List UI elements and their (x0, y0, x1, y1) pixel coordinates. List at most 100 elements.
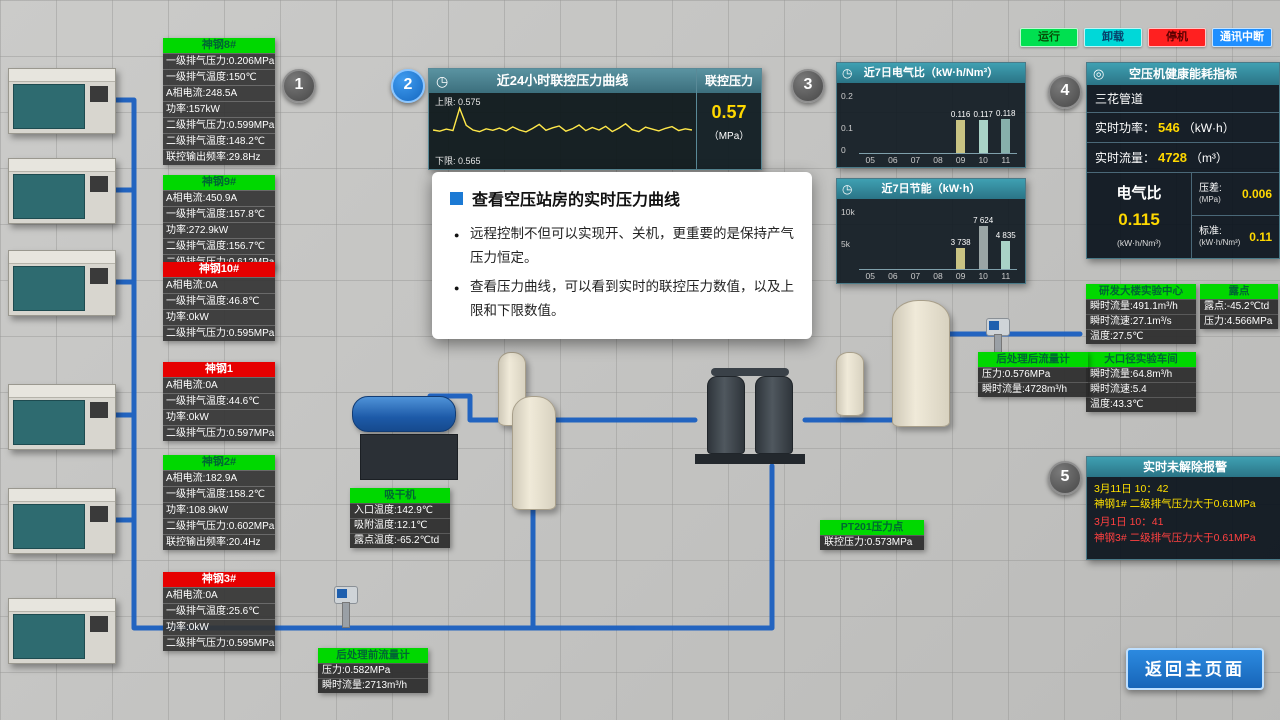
compressor-unit-3[interactable] (8, 250, 116, 316)
status-button-3[interactable]: 停机 (1148, 28, 1206, 47)
step-badge-1[interactable]: 1 (282, 69, 316, 103)
filter-skid[interactable] (695, 368, 805, 464)
machine-body (13, 84, 85, 129)
compressor-unit-4[interactable] (8, 384, 116, 450)
compressor-metric: 二级排气压力:0.602MPa (163, 518, 275, 534)
compressor-metric: 二级排气压力:0.599MPa (163, 117, 275, 133)
flow-meter-instrument-post[interactable] (986, 318, 1010, 360)
status-button-1[interactable]: 运行 (1020, 28, 1078, 47)
flow-metric: 瞬时流速:27.1m³/s (1086, 314, 1196, 329)
lower-limit-label: 下限: 0.565 (435, 156, 481, 166)
step-badge-3[interactable]: 3 (791, 69, 825, 103)
standard-ratio-unit: (kW·h/Nm³) (1199, 238, 1241, 248)
compressor-unit-1[interactable] (8, 68, 116, 134)
status-button-4[interactable]: 通讯中断 (1212, 28, 1272, 47)
y-tick: 0 (841, 145, 846, 155)
machine-vent (90, 176, 108, 192)
air-receiver-tank-small-2[interactable] (836, 352, 864, 416)
flow-metric: 温度:43.3℃ (1086, 397, 1196, 412)
filter-vessel (755, 376, 793, 454)
pressure-chart-header: ◷ 近24小时联控压力曲线 (429, 69, 696, 93)
clock-icon: ◷ (842, 66, 853, 80)
clock-icon: ◷ (842, 182, 853, 196)
compressor-metric: 功率:0kW (163, 409, 275, 425)
air-receiver-tank-large[interactable] (892, 300, 950, 427)
machine-vent (90, 268, 108, 284)
pre-meter-title[interactable]: 后处理前流量计 (318, 648, 428, 663)
compressor-metric: 二级排气压力:0.595MPa (163, 635, 275, 651)
air-receiver-tank-medium[interactable] (512, 396, 556, 510)
filter-vessel (707, 376, 745, 454)
step-badge-2[interactable]: 2 (391, 69, 425, 103)
compressor-metric: 联控输出频率:20.4Hz (163, 534, 275, 550)
compressor-metric: A相电流:0A (163, 277, 275, 293)
compressor-name[interactable]: 神钢9# (163, 175, 275, 190)
equipment-metric: 压力:0.576MPa (978, 367, 1088, 382)
compressor-unit-2[interactable] (8, 158, 116, 224)
compressor-unit-5[interactable] (8, 488, 116, 554)
compressor-metric: A相电流:182.9A (163, 470, 275, 486)
machine-vent (90, 506, 108, 522)
large-bore-title[interactable]: 大口径实验车间 (1086, 352, 1196, 367)
compressor-name[interactable]: 神钢3# (163, 572, 275, 587)
pressure-curve-panel: ◷ 近24小时联控压力曲线 上限: 0.575 下限: 0.565 联控压力 0… (428, 68, 762, 170)
machine-top (9, 385, 115, 398)
standard-ratio-label: 标准: (1199, 226, 1222, 238)
equipment-metric: 吸附温度:12.1℃ (350, 518, 450, 533)
desiccant-dryer[interactable] (352, 396, 464, 480)
compressor-name[interactable]: 神钢8# (163, 38, 275, 53)
dew-point-title[interactable]: 露点 (1200, 284, 1278, 299)
info-bullet: 查看压力曲线，可以看到实时的联控压力数值，以及上限和下限数值。 (454, 275, 794, 324)
equipment-metric: 瞬时流量:2713m³/h (318, 678, 428, 693)
flow-meter-instrument-pre[interactable] (334, 586, 358, 628)
upper-limit-label: 上限: 0.575 (435, 97, 481, 107)
realtime-flow-row: 实时流量：4728（m³） (1087, 143, 1279, 173)
equipment-metric: 入口温度:142.9℃ (350, 503, 450, 518)
machine-vent (90, 86, 108, 102)
compressor-metric: 一级排气温度:157.8℃ (163, 206, 275, 222)
electric-ratio-chart-header: ◷ 近7日电气比（kW·h/Nm³） (837, 63, 1025, 83)
info-box-title: 查看空压站房的实时压力曲线 (472, 192, 681, 209)
step-badge-5[interactable]: 5 (1048, 461, 1082, 495)
machine-body (13, 174, 85, 219)
linked-pressure-label: 联控压力 (697, 69, 761, 93)
realtime-flow-value: 4728 (1158, 150, 1187, 165)
step-badge-4[interactable]: 4 (1048, 75, 1082, 109)
post-meter-title[interactable]: 后处理后流量计 (978, 352, 1088, 367)
status-bar: 运行卸载停机通讯中断 (1020, 28, 1272, 47)
pipeline-selector[interactable]: 三花管道 (1087, 85, 1279, 113)
pressure-diff-label: 压差: (1199, 183, 1222, 195)
compressor-metric: A相电流:0A (163, 587, 275, 603)
blue-square-bullet-icon (450, 191, 463, 205)
electric-ratio-label: 电气比 (1116, 185, 1162, 202)
back-to-main-button[interactable]: 返回主页面 (1126, 648, 1264, 690)
dryer-title[interactable]: 吸干机 (350, 488, 450, 503)
compressor-name[interactable]: 神钢10# (163, 262, 275, 277)
rd-center-title[interactable]: 研发大楼实验中心 (1086, 284, 1196, 299)
standard-ratio-value: 0.11 (1249, 230, 1272, 244)
status-button-2[interactable]: 卸载 (1084, 28, 1142, 47)
compressor-unit-6[interactable] (8, 598, 116, 664)
pt201-title[interactable]: PT201压力点 (820, 520, 924, 535)
info-bullet: 远程控制不但可以实现开、关机，更重要的是保持产气压力恒定。 (454, 222, 794, 271)
compressor-name[interactable]: 神钢1 (163, 362, 275, 377)
electric-ratio-value: 0.115 (1118, 210, 1160, 229)
compressor-name[interactable]: 神钢2# (163, 455, 275, 470)
machine-body (13, 266, 85, 311)
linked-pressure-unit: （MPa） (708, 131, 750, 142)
health-panel-title: 空压机健康能耗指标 (1128, 67, 1237, 81)
skid-header-pipe (711, 368, 789, 376)
